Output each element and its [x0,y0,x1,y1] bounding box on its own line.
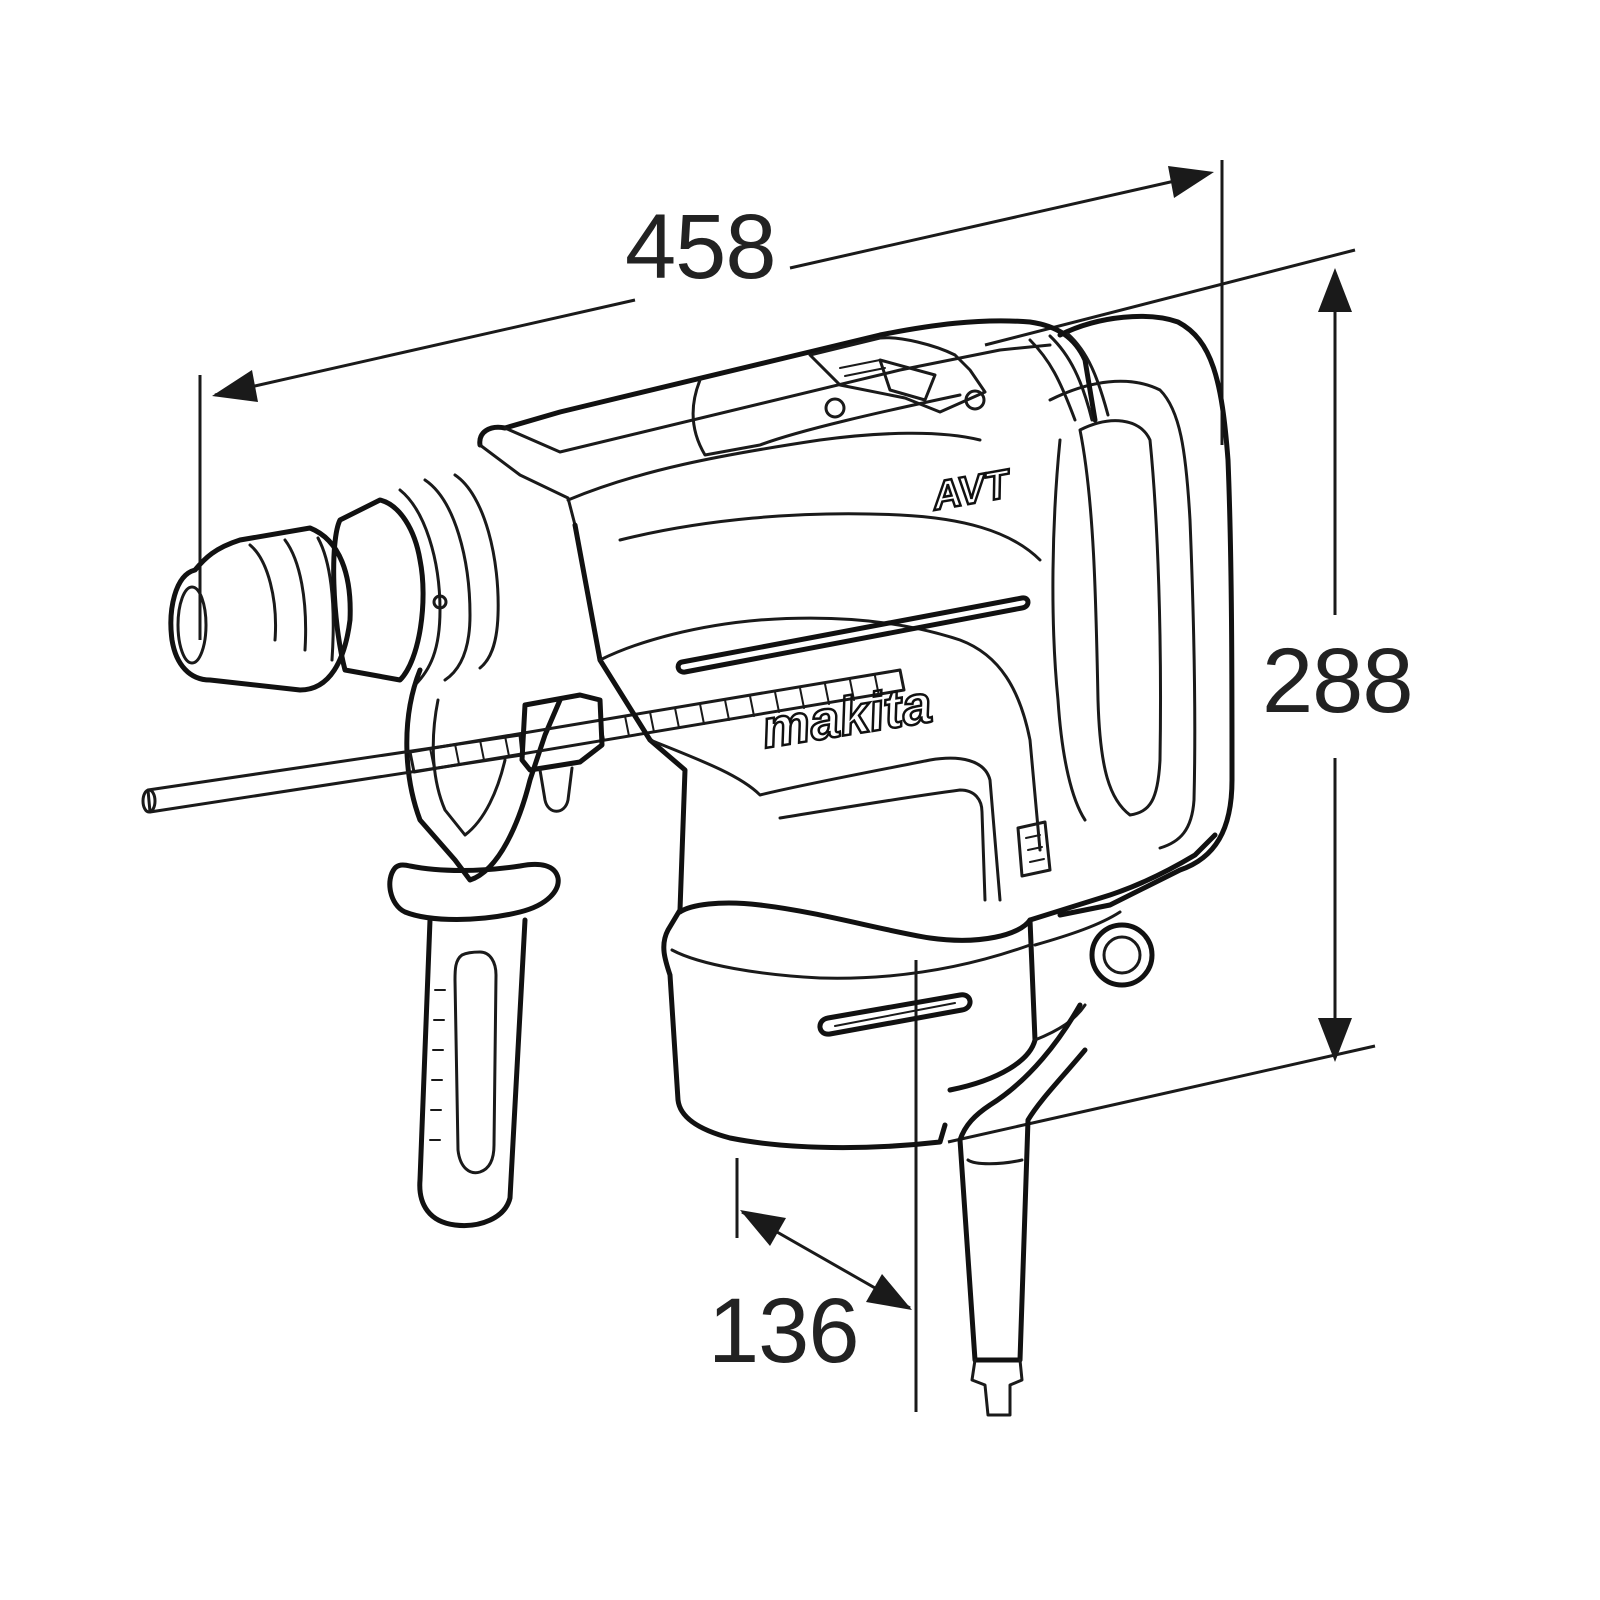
depth-label: 136 [708,1280,859,1382]
top-housing-ridge [503,343,1052,454]
depth-gauge-clamp [519,692,605,773]
length-arrow-right [1168,166,1214,198]
side-handle-clamp-inner [431,698,507,837]
height-arrow-top [1318,268,1352,312]
motor-housing-outline [572,522,948,1151]
rear-handle-grip [1078,419,1163,817]
depth-arrow-right [866,1274,912,1310]
top-housing-side-curve [566,431,982,502]
side-handle-grip [417,917,528,1229]
speed-dial[interactable] [1089,922,1155,988]
cord-guard [957,1002,1088,1363]
depth-gauge-rod[interactable] [141,668,906,814]
handle-ridge [1028,332,1110,422]
length-label: 458 [625,196,776,298]
motor-housing-panel [648,738,1002,902]
avt-badge: AVT [928,462,1016,520]
rear-handle-trigger [1051,438,1087,822]
chuck-nose [168,525,353,693]
rear-lower-housing [1027,832,1218,923]
chuck-collar [331,497,426,683]
side-handle-grip-insert [453,950,498,1175]
side-handle-grip-ribs [429,989,446,1141]
height-dimension: 288 [947,248,1414,1144]
rear-handle-outline [1057,313,1235,918]
height-extension-bottom [947,1044,1376,1144]
side-handle-guard [387,861,561,922]
lower-vent-slot [817,992,973,1037]
height-label: 288 [1262,630,1413,732]
makita-logo: makita [757,674,935,760]
chuck-lock-pin [432,594,448,610]
chuck-assembly [168,473,500,693]
length-dimension-line-left [214,298,636,397]
power-cord-plug [970,1358,1024,1417]
rotary-hammer-body [141,313,1235,1417]
height-extension-top [984,248,1356,347]
top-housing-outline [477,318,1098,448]
side-handle[interactable] [387,667,563,1229]
motor-housing-window [778,788,987,902]
rear-handle-inner-front [1048,379,1197,850]
depth-dimension: 136 [708,960,918,1412]
motor-housing-upper-curve [618,512,1042,562]
chuck-collar-ring-2 [423,478,472,682]
chuck-collar-ring-3 [453,473,500,670]
chuck-sleeve-ribs [248,536,335,662]
depth-arrow-left [740,1210,786,1246]
motor-cap [677,900,1038,1093]
top-housing-front-edge [478,443,577,527]
motor-cap-band [670,943,1032,980]
height-arrow-bottom [1318,1018,1352,1062]
lock-button[interactable] [1016,820,1052,878]
motor-housing-side [598,616,1042,852]
top-housing-panel [691,378,962,457]
upper-vent-slot [675,595,1031,675]
length-dimension: 458 [198,160,1224,640]
length-dimension-line-right [789,171,1211,270]
chuck-collar-ring-1 [398,488,442,687]
length-arrow-left [212,370,258,402]
depth-gauge-thread [408,668,906,774]
chuck-bit-opening [176,585,208,665]
mode-selector-knob[interactable] [808,336,987,419]
